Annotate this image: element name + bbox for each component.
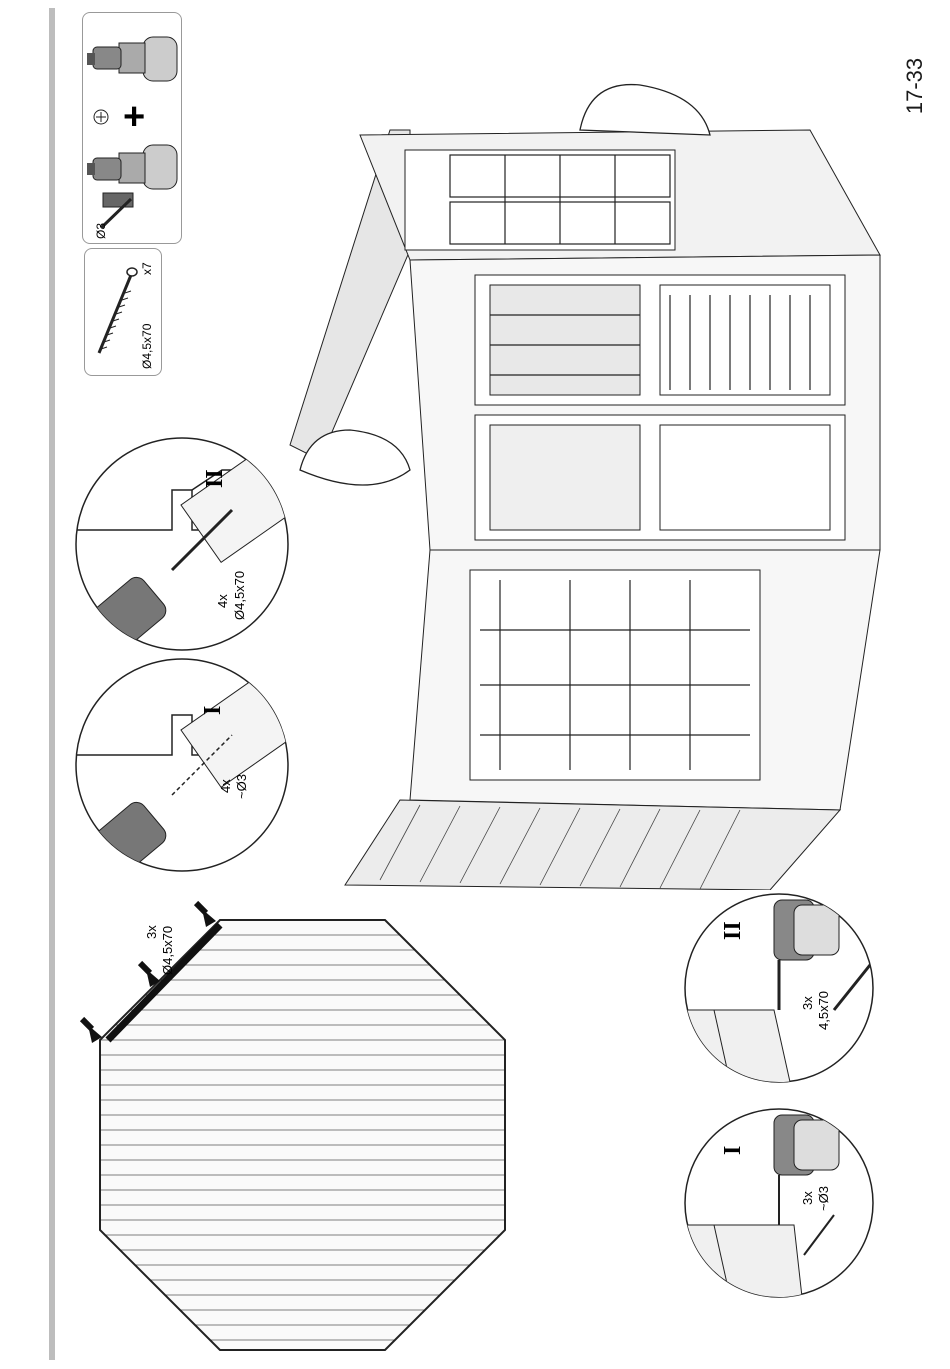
detail-circle-predrilling: I 4x ~Ø3 [72, 655, 292, 885]
detail-drill-size: ~Ø3 [234, 774, 249, 799]
window [470, 570, 760, 780]
detail-label-roman: I [720, 1146, 746, 1155]
detail-label-roman: II [720, 921, 746, 940]
floor-callout-size: Ø4,5x70 [160, 926, 175, 975]
detail-label-roman: I [200, 706, 226, 715]
detail-circle-roof-screwing: II 3x 4,5x70 [684, 880, 874, 1100]
screwdriver-bit-icon [94, 110, 108, 124]
floor-plan: 3x Ø4,5x70 [80, 895, 540, 1355]
shed-assembly-illustration [280, 70, 890, 890]
detail-quantity: 4x [218, 779, 233, 793]
page-number-text: 17-33 [902, 58, 928, 114]
screw-icon [99, 268, 137, 353]
drill-icon [87, 145, 177, 207]
screw-illustration: Ø4,5x70 x7 [85, 249, 161, 375]
detail-circle-roof-predrilling: I 3x ~Ø3 [684, 1095, 874, 1315]
plus-sign: + [123, 96, 145, 138]
page-number: 17-33 [885, 46, 945, 126]
drill-icon [87, 37, 177, 81]
floor-callout-quantity: 3x [144, 925, 159, 939]
tools-box: Ø3 + [82, 12, 182, 244]
detail-quantity: 3x [800, 1191, 815, 1205]
detail-circle-screwing: II 4x Ø4,5x70 [72, 430, 292, 660]
drill-bit-size: Ø3 [94, 223, 108, 239]
detail-quantity: 3x [800, 996, 815, 1010]
detail-quantity: 4x [215, 594, 230, 608]
window [405, 150, 675, 250]
detail-screw-size: 4,5x70 [816, 991, 831, 1030]
screw-quantity-label: x7 [140, 262, 154, 275]
detail-label-roman: II [202, 469, 228, 488]
detail-screw-size: Ø4,5x70 [232, 571, 247, 620]
tools-illustration: Ø3 + [83, 13, 181, 243]
parts-box: Ø4,5x70 x7 [84, 248, 162, 376]
detail-drill-size: ~Ø3 [816, 1186, 831, 1211]
margin-bar [49, 8, 55, 1360]
screw-size-label: Ø4,5x70 [140, 323, 154, 369]
